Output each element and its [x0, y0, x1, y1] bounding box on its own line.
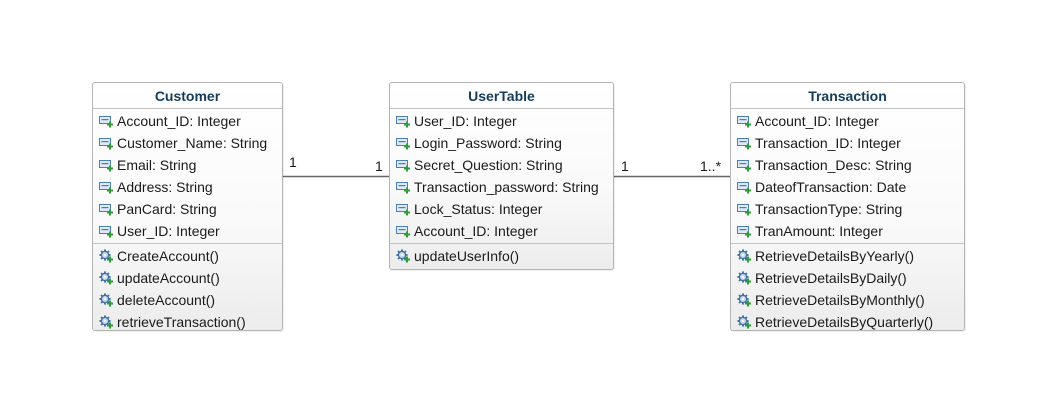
attribute-icon	[99, 136, 114, 151]
attribute-text: DateofTransaction: Date	[755, 179, 907, 195]
class-usertable[interactable]: UserTable User_ID: Integer Login_Passwor…	[389, 82, 614, 270]
attribute[interactable]: TransactionType: String	[731, 198, 964, 220]
operation-gear-icon	[99, 314, 114, 330]
operation[interactable]: RetrieveDetailsByYearly()	[731, 245, 964, 267]
attribute-icon	[737, 224, 752, 239]
attribute[interactable]: Account_ID: Integer	[93, 110, 282, 132]
attribute-icon	[737, 202, 752, 217]
operation-text: deleteAccount()	[117, 292, 216, 308]
operation[interactable]: updateAccount()	[93, 267, 282, 289]
attribute[interactable]: Transaction_Desc: String	[731, 154, 964, 176]
attribute[interactable]: Address: String	[93, 176, 282, 198]
attribute-text: Account_ID: Integer	[755, 113, 879, 129]
attribute-text: Lock_Status: Integer	[414, 201, 543, 217]
attribute-text: PanCard: String	[117, 201, 217, 217]
attribute-icon	[99, 114, 114, 129]
class-name: Customer	[93, 83, 282, 109]
attribute-icon	[396, 224, 411, 239]
attribute-icon	[396, 136, 411, 151]
attribute-text: Account_ID: Integer	[117, 113, 241, 129]
operation-gear-icon	[737, 314, 752, 330]
multiplicity-usertable-end: 1	[621, 158, 629, 174]
attribute-text: Customer_Name: String	[117, 135, 268, 151]
attribute-icon	[396, 202, 411, 217]
operation-gear-icon	[99, 292, 114, 308]
operation-text: updateUserInfo()	[414, 248, 520, 264]
attribute-text: User_ID: Integer	[414, 113, 517, 129]
attribute-icon	[99, 180, 114, 195]
operation[interactable]: CreateAccount()	[93, 245, 282, 267]
operation-gear-icon	[737, 292, 752, 308]
attribute-icon	[737, 180, 752, 195]
attribute[interactable]: Account_ID: Integer	[731, 110, 964, 132]
operation-gear-icon	[99, 270, 114, 286]
attribute-icon	[396, 114, 411, 129]
multiplicity-transaction-end: 1..*	[700, 158, 722, 174]
operation[interactable]: updateUserInfo()	[390, 245, 613, 267]
attribute-icon	[99, 158, 114, 173]
operation-text: RetrieveDetailsByMonthly()	[755, 292, 925, 308]
class-customer[interactable]: Customer Account_ID: Integer Customer_Na…	[92, 82, 283, 331]
attribute-text: TranAmount: Integer	[755, 223, 883, 239]
attributes-compartment: Account_ID: Integer Transaction_ID: Inte…	[731, 109, 964, 244]
attributes-compartment: Account_ID: Integer Customer_Name: Strin…	[93, 109, 282, 244]
attribute[interactable]: TranAmount: Integer	[731, 220, 964, 242]
attribute-text: Transaction_password: String	[414, 179, 599, 195]
attribute-text: Account_ID: Integer	[414, 223, 538, 239]
attribute[interactable]: Customer_Name: String	[93, 132, 282, 154]
attribute[interactable]: Secret_Question: String	[390, 154, 613, 176]
attribute-text: TransactionType: String	[755, 201, 903, 217]
attribute-icon	[737, 158, 752, 173]
attribute[interactable]: Transaction_ID: Integer	[731, 132, 964, 154]
attribute[interactable]: Transaction_password: String	[390, 176, 613, 198]
operation-text: CreateAccount()	[117, 248, 219, 264]
attribute[interactable]: PanCard: String	[93, 198, 282, 220]
attributes-compartment: User_ID: Integer Login_Password: String …	[390, 109, 613, 244]
attribute[interactable]: DateofTransaction: Date	[731, 176, 964, 198]
multiplicity-customer-end: 1	[289, 154, 297, 170]
operation[interactable]: retrieveTransaction()	[93, 311, 282, 333]
attribute[interactable]: User_ID: Integer	[390, 110, 613, 132]
operations-compartment: RetrieveDetailsByYearly() RetrieveDetail…	[731, 244, 964, 335]
attribute-text: Secret_Question: String	[414, 157, 563, 173]
operation-text: updateAccount()	[117, 270, 220, 286]
attribute[interactable]: Account_ID: Integer	[390, 220, 613, 242]
operations-compartment: updateUserInfo()	[390, 244, 613, 269]
class-name: Transaction	[731, 83, 964, 109]
operation-gear-icon	[737, 248, 752, 264]
attribute-text: Transaction_ID: Integer	[755, 135, 901, 151]
multiplicity-usertable-end: 1	[375, 158, 383, 174]
attribute[interactable]: Lock_Status: Integer	[390, 198, 613, 220]
attribute-text: Login_Password: String	[414, 135, 562, 151]
attribute-icon	[737, 136, 752, 151]
attribute-text: Address: String	[117, 179, 213, 195]
operation-text: RetrieveDetailsByYearly()	[755, 248, 914, 264]
attribute-icon	[737, 114, 752, 129]
operations-compartment: CreateAccount() updateAccount() deleteAc…	[93, 244, 282, 335]
operation-gear-icon	[99, 248, 114, 264]
attribute-icon	[396, 158, 411, 173]
class-name: UserTable	[390, 83, 613, 109]
attribute[interactable]: Email: String	[93, 154, 282, 176]
attribute-text: Email: String	[117, 157, 197, 173]
attribute-icon	[99, 224, 114, 239]
attribute[interactable]: Login_Password: String	[390, 132, 613, 154]
operation[interactable]: RetrieveDetailsByQuarterly()	[731, 311, 964, 333]
operation-text: RetrieveDetailsByDaily()	[755, 270, 907, 286]
attribute-text: Transaction_Desc: String	[755, 157, 912, 173]
operation[interactable]: RetrieveDetailsByMonthly()	[731, 289, 964, 311]
operation-gear-icon	[396, 248, 411, 264]
attribute-text: User_ID: Integer	[117, 223, 220, 239]
attribute[interactable]: User_ID: Integer	[93, 220, 282, 242]
attribute-icon	[99, 202, 114, 217]
operation-gear-icon	[737, 270, 752, 286]
class-transaction[interactable]: Transaction Account_ID: Integer Transact…	[730, 82, 965, 331]
attribute-icon	[396, 180, 411, 195]
operation[interactable]: RetrieveDetailsByDaily()	[731, 267, 964, 289]
operation-text: retrieveTransaction()	[117, 314, 246, 330]
operation[interactable]: deleteAccount()	[93, 289, 282, 311]
operation-text: RetrieveDetailsByQuarterly()	[755, 314, 934, 330]
